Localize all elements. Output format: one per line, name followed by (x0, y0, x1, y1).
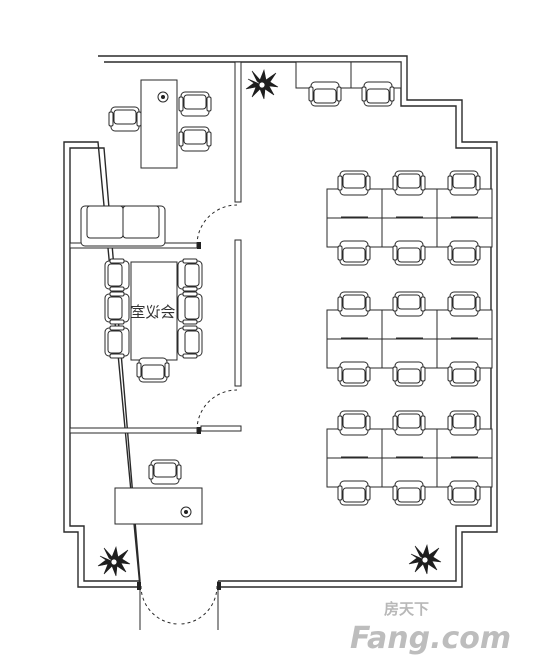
manager-office-top (108, 79, 212, 169)
manager-office-bottom (114, 459, 203, 525)
watermark-cn: 房天下 (384, 600, 429, 618)
reception-desks (295, 61, 402, 107)
meeting-room: 会议室 (104, 258, 203, 383)
watermark-en: Fang.com (350, 621, 511, 656)
meeting-room-label: 会议室 (130, 303, 175, 321)
watermark-logo: 房天下 Fang.com (350, 600, 511, 656)
workstation-cluster (327, 292, 492, 386)
door-swings (137, 204, 238, 630)
plant-icon (97, 546, 131, 577)
workstation-cluster (327, 411, 492, 505)
plant-icon (245, 69, 279, 100)
plant-icon (408, 544, 442, 575)
sofa (80, 205, 166, 247)
workstation-cluster (327, 171, 492, 265)
desk-accessory-icon (157, 91, 169, 103)
desk-accessory-icon (180, 506, 192, 518)
